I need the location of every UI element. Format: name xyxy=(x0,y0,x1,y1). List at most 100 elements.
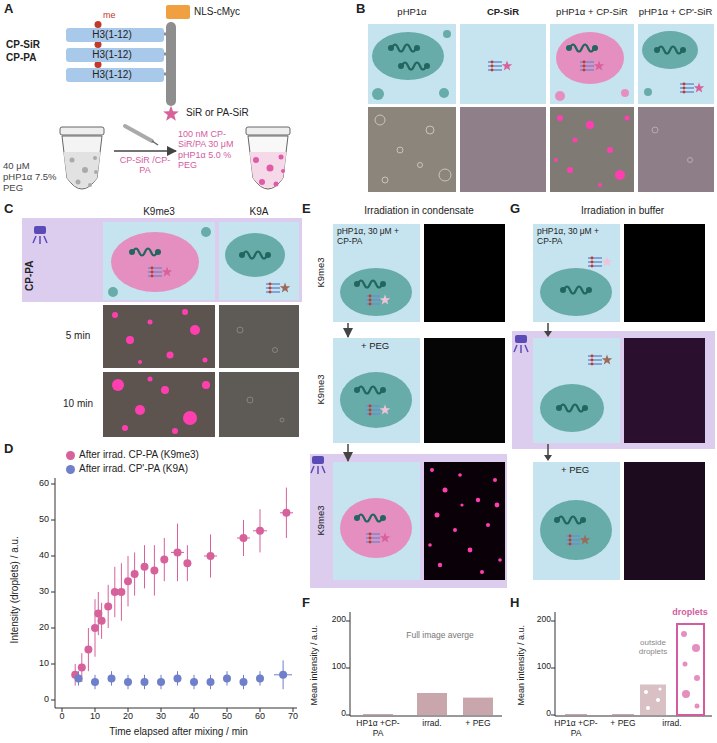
node-label-slot: 100 nM CP-SiR/PA 30 μM pHP1α 5.0 % PEG xyxy=(178,129,244,170)
label-text-slot: SiR or PA-SiR xyxy=(186,107,286,119)
label-text-slot: Intensity (droplets) / a.u. xyxy=(9,480,21,700)
label-text: 50 xyxy=(215,711,239,721)
node-label-slot: pHP1α, 30 μM + CP-PA xyxy=(337,227,416,247)
label-text-slot: me xyxy=(103,10,123,20)
node-label-slot: pHP1α + CP-SiR xyxy=(546,7,638,18)
label-text-slot: 30 xyxy=(26,586,49,596)
label-text: 30 xyxy=(26,586,49,596)
label-text: H xyxy=(510,596,528,611)
label-text: Mean intensity / a.u. xyxy=(516,610,526,720)
schematic-panel: pHP1α, 30 μM + CP-PA xyxy=(533,224,620,322)
chart-d xyxy=(51,478,297,712)
label-text: 40 xyxy=(26,550,49,560)
connector-arrow xyxy=(347,444,349,461)
label-text-slot: CP-PA xyxy=(6,52,64,64)
label-text-slot: 0 xyxy=(26,694,49,704)
node-label: 100 nM CP-SiR/PA 30 μM pHP1α 5.0 % PEG xyxy=(178,129,244,170)
chart-h xyxy=(551,612,712,716)
tube: 100 nM CP-SiR/PA 30 μM pHP1α 5.0 % PEG xyxy=(178,125,292,197)
label-text-slot: Mean intensity / a.u. xyxy=(516,610,526,720)
label-text: 30 xyxy=(149,711,173,721)
label-text-slot: D xyxy=(4,442,22,457)
schematic-panel: K9me3 xyxy=(103,222,215,300)
label-text-slot: 40 xyxy=(182,711,206,721)
label-text: droplets xyxy=(666,607,714,617)
label-text-slot: 40 xyxy=(26,550,49,560)
schematic-panel: K9me3pHP1α, 30 μM + CP-PA xyxy=(333,224,420,322)
edge-label-slot: CP-SiR /CP-PA xyxy=(115,155,175,176)
label-text-slot: Mean intensity / a.u. xyxy=(309,610,319,720)
label-text: D xyxy=(4,442,22,457)
node-label: H3(1-12) xyxy=(66,49,158,61)
schematics-c xyxy=(22,218,302,302)
schematic-panel: pHP1α xyxy=(368,24,456,104)
node-label-slot: K9me3 xyxy=(316,350,327,430)
node-label-slot: CP-SiR xyxy=(456,7,550,18)
chart-f xyxy=(346,612,502,716)
peptide-box: H3(1-12) xyxy=(66,68,164,82)
label-text: Mean intensity / a.u. xyxy=(309,610,319,720)
label-text: 70 xyxy=(281,711,305,721)
label-text: 200 xyxy=(324,615,346,625)
label-text-slot: F xyxy=(302,596,320,611)
node-label-slot: pHP1α, 30 μM + CP-PA xyxy=(537,227,616,247)
schematics-b xyxy=(368,24,714,104)
label-text-slot: H xyxy=(510,596,528,611)
label-text-slot: Irradiation in condensate xyxy=(330,205,508,217)
node-label-slot: K9me3 xyxy=(103,206,215,218)
label-text: CP-PA xyxy=(24,248,36,304)
label-text: 60 xyxy=(248,711,272,721)
schematic-panel: CP-SiR xyxy=(460,24,546,104)
label-text-slot: 20 xyxy=(116,711,140,721)
node-label-slot: K9me3 xyxy=(316,233,327,313)
label-text: Intensity (droplets) / a.u. xyxy=(9,480,21,700)
label-text-slot: 20 xyxy=(26,622,49,632)
label-text: 40 xyxy=(182,711,206,721)
node-label: pHP1α, 30 μM + CP-PA xyxy=(337,227,416,247)
label-text-slot: HP1α +CP-PA xyxy=(356,719,400,739)
peptide-box: H3(1-12) xyxy=(66,48,164,62)
label-text: Time elapsed after mixing / min xyxy=(60,726,297,738)
label-text: B xyxy=(356,2,374,17)
label-text-slot: E xyxy=(302,202,320,217)
label-text: HP1α +CP-PA xyxy=(356,719,400,739)
label-text: 10 min xyxy=(55,398,101,410)
micrographs-b xyxy=(368,107,714,192)
label-text: Full image averge xyxy=(395,631,485,641)
label-text: 20 xyxy=(116,711,140,721)
node-label: pHP1α + CP-SiR xyxy=(546,7,638,18)
node-label-slot: H3(1-12) xyxy=(66,49,158,61)
label-text-slot: NLS-cMyc xyxy=(194,6,274,18)
label-text: Irradiation in buffer xyxy=(535,205,710,217)
schematics-g xyxy=(512,224,715,580)
node-label: + PEG xyxy=(361,341,411,352)
label-text: A xyxy=(4,2,22,17)
label-text-slot: B xyxy=(356,2,374,17)
label-text-slot: 70 xyxy=(281,711,305,721)
node-label: K9me3 xyxy=(316,233,327,313)
node-label-slot: H3(1-12) xyxy=(66,29,158,41)
node-label: H3(1-12) xyxy=(66,69,158,81)
label-text-slot: irrad. xyxy=(412,719,452,729)
label-text-slot: Full image averge xyxy=(395,631,485,641)
schematic-panel: K9A xyxy=(219,222,299,300)
label-text-slot: 30 xyxy=(149,711,173,721)
node-label-slot: H3(1-12) xyxy=(66,69,158,81)
label-text: E xyxy=(302,202,320,217)
label-text-slot: + PEG xyxy=(458,719,498,729)
connector-arrow xyxy=(347,323,349,337)
node-label-slot: K9A xyxy=(219,206,299,218)
node-label: K9A xyxy=(219,206,299,218)
label-text: + PEG xyxy=(458,719,498,729)
label-text-slot: C xyxy=(4,202,22,217)
schematics-e xyxy=(310,224,507,588)
label-text: G xyxy=(510,202,528,217)
label-text: 0 xyxy=(26,694,49,704)
legend-text-slot: After irrad. CP-PA (K9me3) xyxy=(79,449,279,461)
legend-swatch xyxy=(66,451,75,460)
label-text: 100 xyxy=(529,662,551,672)
label-text: 0 xyxy=(529,709,551,719)
label-text-slot: CP-SiR xyxy=(6,39,64,51)
label-text: 200 xyxy=(529,615,551,625)
